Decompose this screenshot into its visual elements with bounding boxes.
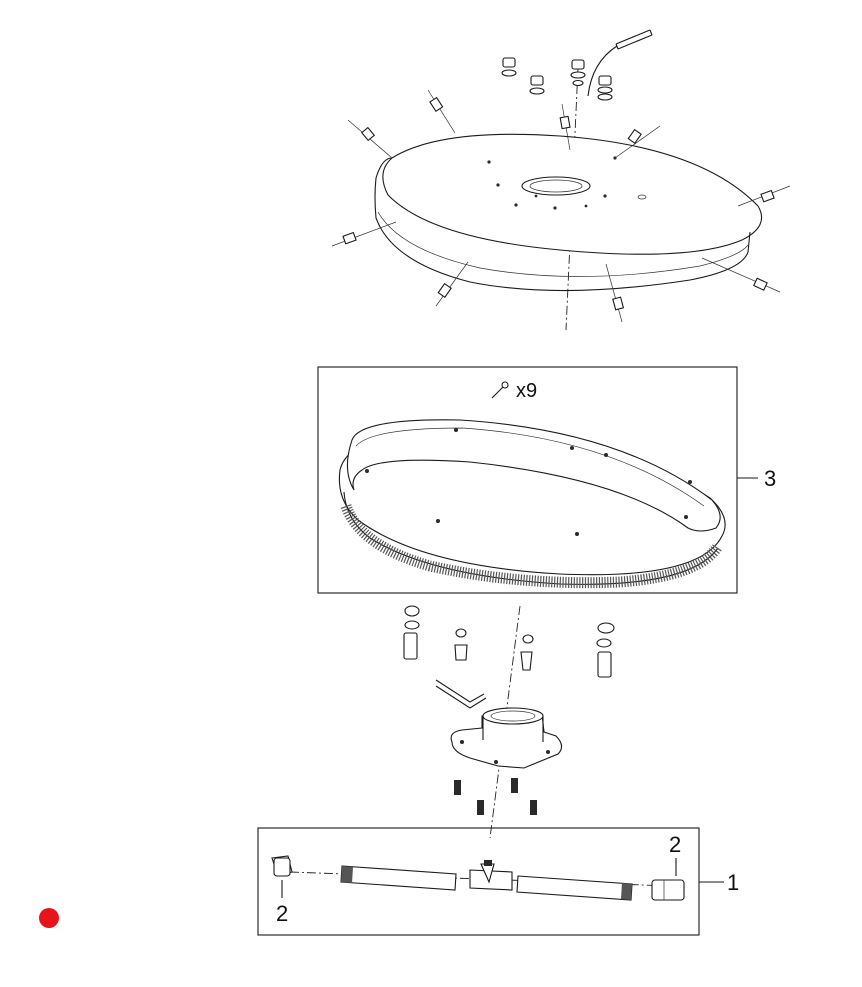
perimeter-bolts (331, 89, 791, 323)
hub-assembly (403, 605, 615, 839)
callout-2-left: 2 (276, 901, 288, 926)
callout-3: 3 (764, 466, 776, 491)
hub-bolts (454, 778, 537, 815)
gear-ring-assembly: x9 3 (317, 366, 776, 594)
callout-2-right: 2 (669, 832, 681, 857)
nut-washer-cluster (501, 57, 613, 101)
screw-icon (491, 381, 509, 399)
screw-quantity-label: x9 (516, 380, 537, 402)
gear-ring-frame (317, 366, 738, 594)
cover-plate-assembly (331, 29, 791, 331)
status-marker-dot (39, 908, 59, 928)
callout-1: 1 (727, 870, 739, 895)
manifold-assembly: 2 2 1 (257, 827, 739, 936)
